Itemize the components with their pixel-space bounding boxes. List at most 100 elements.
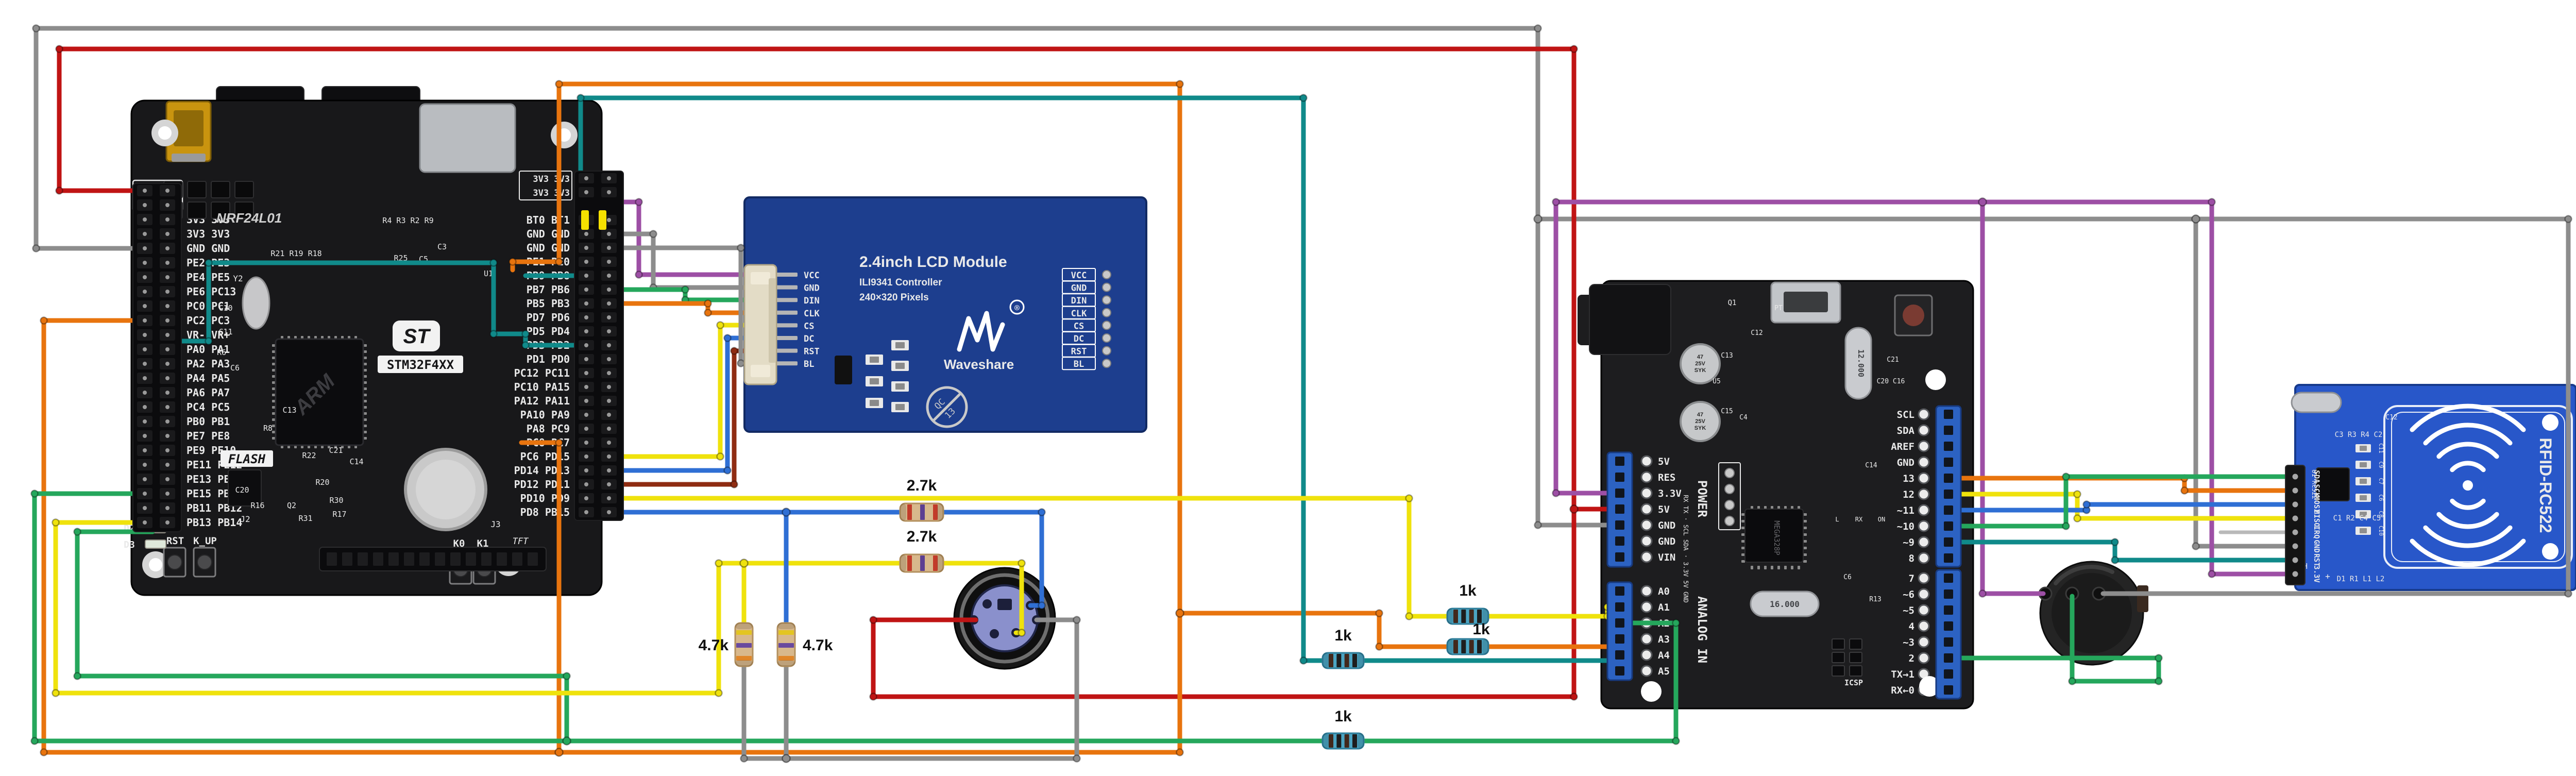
qc-seal [926, 386, 968, 428]
wire-bend [740, 754, 748, 763]
flash-chip [228, 469, 262, 507]
resistor-label-4.7k: 4.7k [699, 637, 729, 654]
arduino-digital-scl: SCL [1897, 409, 1914, 420]
lcd-table-pin-gnd: GND [1071, 283, 1087, 294]
rfid-silk-1: C12 [2385, 414, 2397, 421]
rfid-pin-sda: SDA [2312, 470, 2320, 483]
wire-bend [2208, 198, 2216, 206]
bt0-jumper [581, 210, 589, 230]
lcd-pixels: 240×320 Pixels [859, 292, 929, 303]
wire-bend [1405, 612, 1413, 620]
stm32-silk-c10: C10 [218, 303, 232, 313]
crystal-12mhz-text: 12.000 [1856, 349, 1866, 377]
resistor-1k-5: 1k [1446, 621, 1490, 655]
wire-bend [1073, 754, 1081, 763]
wire-gnd-branch-rfid [1535, 216, 2296, 549]
wire-junction [782, 508, 791, 517]
lcd-conn-pin-vcc: VCC [804, 271, 820, 281]
stm32-right-pin-label: PB5 PB3 [527, 297, 570, 310]
arduino-silk-9: C14 [1865, 462, 1877, 469]
stm32-right-pin-label: PD7 PD6 [527, 311, 570, 324]
arduino-silk-10: C6 [1843, 573, 1852, 581]
rc522-chip [2316, 467, 2350, 501]
arduino-silk-4: C15 [1721, 408, 1733, 415]
stm32-left-pin-label: PE7 PE8 [187, 430, 230, 442]
wire-bend [563, 672, 571, 680]
stm32-left-pin-label: PB13 PB14 [187, 516, 242, 529]
arduino-digital-8: 8 [1909, 553, 1914, 564]
arduino-silk-5: C4 [1739, 414, 1748, 421]
wire-bend [635, 271, 643, 279]
analog-title: ANALOG IN [1695, 596, 1709, 663]
wire-junction [1978, 197, 1987, 207]
arduino-silk-6: PT [1774, 305, 1783, 312]
arduino-silk-13: RX [1855, 516, 1863, 523]
rfid-cap-c8: C8 [2378, 511, 2384, 517]
stm32-silk-u1: U1 [484, 269, 493, 278]
rfid-cap-c6: C6 [2378, 494, 2384, 501]
wire-5v-stm32-arduino-ps2 [57, 46, 1577, 699]
stm32-silk-r22: R22 [302, 451, 316, 460]
wire-bend [555, 80, 563, 88]
stm32-silk-j3: J3 [490, 519, 500, 529]
arduino-digital-10: ~10 [1897, 521, 1914, 532]
resistor-2.7k-1: 2.7k [899, 528, 944, 573]
rfid-cap-c11: C11 [2378, 443, 2384, 453]
arduino-analog-a4: A4 [1658, 650, 1670, 661]
ps2-key-notch [997, 599, 1012, 610]
arduino-digital-header-1 [1935, 405, 1962, 568]
wire-bend [1018, 629, 1026, 637]
resistor-1k-7: 1k [1321, 708, 1365, 750]
atmega-chip: MEGA328P [1741, 506, 1807, 569]
wire-bend [715, 689, 723, 697]
wire-bend [1534, 24, 1542, 32]
arduino-digital-gnd: GND [1897, 457, 1914, 468]
rfid-silk-4: + [2325, 571, 2330, 581]
wire-bend [1552, 489, 1560, 497]
arduino-silk-2: C13 [1721, 352, 1733, 360]
arduino-digital-12: 12 [1903, 489, 1914, 500]
wire-bend [1672, 737, 1680, 745]
wire-bend [1552, 198, 1560, 206]
wire-bend [737, 359, 745, 367]
wire-arduino13-rfid-sck [1953, 476, 2296, 493]
stm32-right-pin-label: PD12 PD11 [514, 478, 570, 491]
arduino-power-res-1: RES [1658, 472, 1675, 483]
stm32-right-pin-label: PA8 PC9 [527, 423, 570, 435]
wire-bend [2082, 500, 2091, 509]
stm32-right-pin-label: PC6 PD15 [520, 450, 570, 463]
wire-bend [1375, 643, 1383, 651]
rfid-cap-c7: C7 [2378, 478, 2384, 484]
lcd-conn-pin-gnd: GND [804, 283, 820, 294]
rfid-silk-0: C3 R3 R4 C2 [2335, 431, 2383, 439]
arduino-digital-13: 13 [1903, 473, 1914, 484]
arduino-digital-header-2 [1935, 569, 1962, 700]
wire-gnd-stm32-arduino [33, 26, 1625, 528]
wire-bend [577, 94, 585, 102]
resistor-label-4.7k: 4.7k [803, 637, 833, 654]
wire-bend [1038, 601, 1046, 610]
stm32-silk-tft: TFT [513, 536, 529, 547]
resistor-2.7k-0: 2.7k [899, 477, 944, 522]
stm32-right-pin-label: PD10 PD9 [520, 492, 570, 504]
resistor-4.7k-3: 4.7k [776, 622, 833, 667]
stm32-silk-c20: C20 [235, 485, 249, 495]
wire-bend [73, 528, 81, 536]
wire-lcd-din [590, 287, 758, 302]
ps2-pin-hole [990, 629, 999, 638]
wire-bend [1073, 616, 1081, 624]
lcd-conn-pin-cs: CS [804, 321, 814, 331]
wire-bend [55, 187, 63, 195]
arduino-power-3.3v-2: 3.3V [1658, 488, 1682, 499]
flash-label: FLASH [228, 452, 266, 466]
rfid-header [2285, 465, 2306, 585]
stm32-silk-y2: Y2 [233, 274, 243, 283]
wire-bend [2073, 514, 2081, 522]
wire-bend [635, 198, 643, 206]
wire-arduino11-rfid-mosi [1953, 502, 2296, 513]
lcd-table-pin-vcc: VCC [1071, 271, 1087, 281]
wire-pb15-ps2-data [590, 510, 1044, 608]
model-badge [378, 356, 463, 373]
